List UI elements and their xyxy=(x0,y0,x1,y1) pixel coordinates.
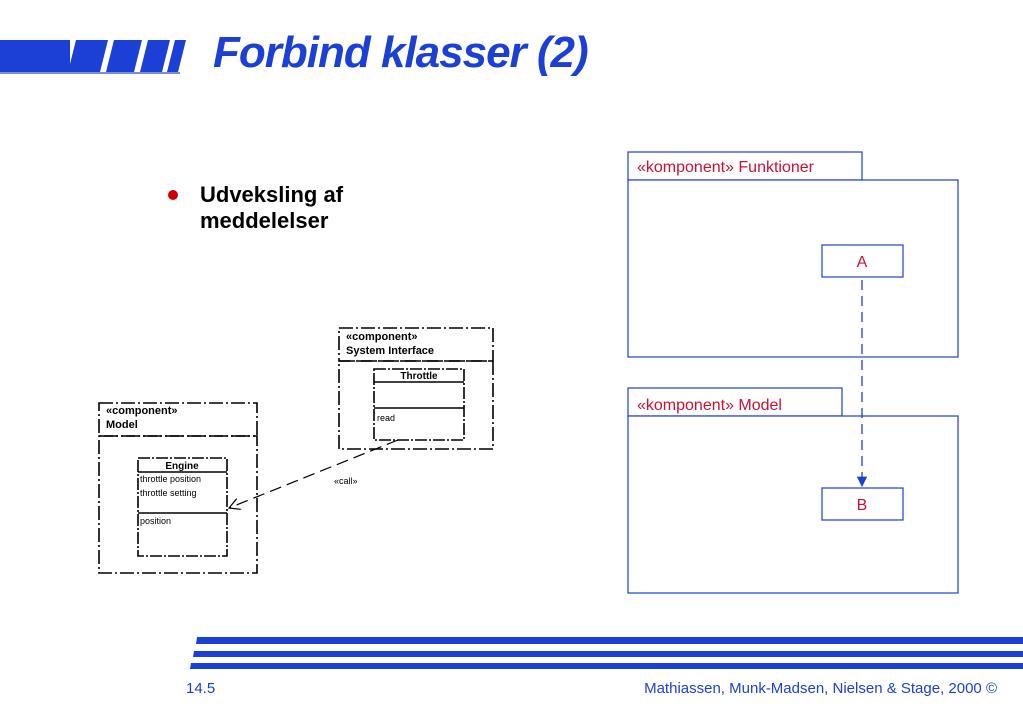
call-dependency-arrow xyxy=(229,439,399,508)
bullet-dot-icon xyxy=(168,190,178,200)
engine-class: Engine throttle position throttle settin… xyxy=(137,457,228,557)
engine-name: Engine xyxy=(165,461,199,472)
left-uml-diagram: «component» Model Engine throttle positi… xyxy=(98,327,494,574)
model-package: «komponent» Model xyxy=(627,387,959,594)
bullet-text: Udveksling af meddelelser xyxy=(200,182,420,234)
funktioner-label: «komponent» Funktioner xyxy=(637,159,815,176)
class-a-label: A xyxy=(857,254,868,271)
model-name: Model xyxy=(106,419,138,431)
class-a: A xyxy=(821,244,904,278)
class-b-label: B xyxy=(857,497,868,514)
model-package-label: «komponent» Model xyxy=(637,397,782,414)
page-number: 14.5 xyxy=(186,680,216,697)
footer-stripes xyxy=(190,637,1023,669)
engine-attr-throttle-position: throttle position xyxy=(140,474,201,484)
slide-title: Forbind klasser (2) xyxy=(213,28,589,77)
call-label: «call» xyxy=(334,476,358,486)
footer-credit: Mathiassen, Munk-Madsen, Nielsen & Stage… xyxy=(644,680,997,697)
system-interface-component: «component» System Interface xyxy=(338,327,494,450)
throttle-name: Throttle xyxy=(400,371,438,382)
system-name: System Interface xyxy=(346,345,434,357)
system-stereotype: «component» xyxy=(346,331,418,343)
model-component: «component» Model xyxy=(98,402,258,574)
engine-op-position: position xyxy=(140,516,171,526)
throttle-class: Throttle read xyxy=(373,368,465,441)
funktioner-package: «komponent» Funktioner xyxy=(627,151,959,358)
header-stripes xyxy=(0,40,186,74)
throttle-op-read: read xyxy=(377,413,395,423)
model-stereotype: «component» xyxy=(106,405,178,417)
right-uml-diagram: «komponent» Funktioner «komponent» Model… xyxy=(627,151,959,594)
engine-attr-throttle-setting: throttle setting xyxy=(140,488,197,498)
bullet-line-2: meddelelser xyxy=(200,208,329,233)
class-b: B xyxy=(821,487,904,521)
bullet-line-1: Udveksling af xyxy=(200,182,344,207)
